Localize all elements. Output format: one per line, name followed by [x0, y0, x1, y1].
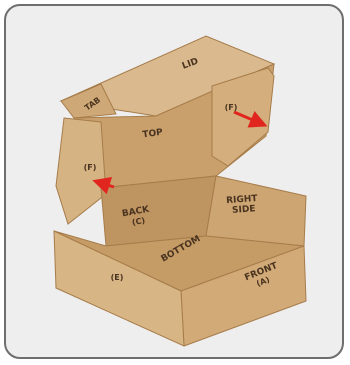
- label-f-right: (F): [225, 103, 238, 112]
- label-e: (E): [111, 273, 124, 282]
- illustration-frame: LID TAB TOP (F) (F) BACK (C) RIGHT SIDE …: [4, 4, 344, 359]
- right-side-wall: [206, 176, 306, 246]
- back-wall: [101, 176, 216, 246]
- label-side: SIDE: [232, 204, 256, 216]
- cardboard-box-diagram: LID TAB TOP (F) (F) BACK (C) RIGHT SIDE …: [6, 6, 344, 359]
- lid-left-flap: [56, 118, 106, 224]
- label-f-left: (F): [84, 163, 97, 172]
